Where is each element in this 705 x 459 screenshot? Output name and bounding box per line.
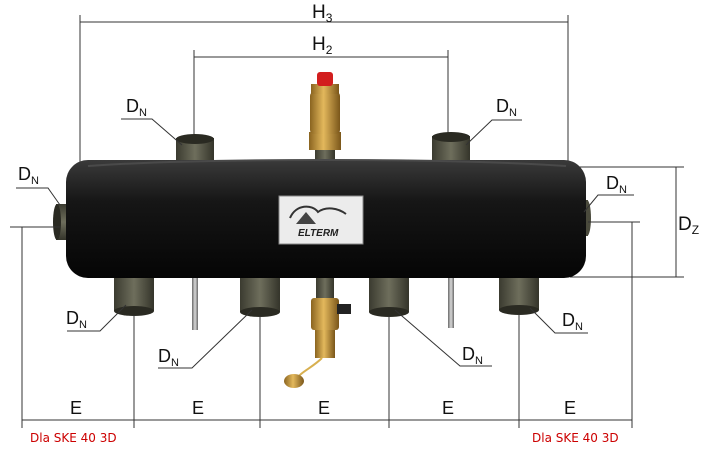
e-label-2: E (192, 398, 204, 418)
h2-label: H2 (312, 34, 333, 57)
drain-valve (284, 278, 351, 388)
e-label-5: E (564, 398, 576, 418)
air-vent-valve (309, 72, 341, 170)
mounting-rod-left (192, 270, 198, 330)
drain-cap (284, 374, 304, 388)
dn-label-bottom-1: DN (66, 308, 87, 331)
dn-label-bottom-4: DN (562, 310, 583, 333)
mounting-rod-right (448, 270, 454, 328)
e-label-1: E (70, 398, 82, 418)
dz-dimension: DZ (570, 166, 699, 278)
logo-text: ELTERM (298, 228, 339, 239)
e-label-3: E (318, 398, 330, 418)
note-right: Dla SKE 40 3D (532, 431, 619, 445)
h3-label: H3 (312, 2, 333, 25)
e-dimensions (10, 221, 640, 428)
dn-label-top-left: DN (126, 96, 147, 119)
dn-label-top-right: DN (496, 96, 517, 119)
h3-dimension: H3 (79, 2, 569, 190)
dn-label-side-right: DN (606, 173, 627, 196)
dn-label-bottom-3: DN (462, 344, 483, 367)
note-left: Dla SKE 40 3D (30, 431, 117, 445)
dn-label-bottom-2: DN (158, 346, 179, 369)
dn-label-side-left: DN (18, 164, 39, 187)
dz-label: DZ (678, 214, 699, 237)
elterm-logo: ELTERM (278, 195, 364, 245)
e-label-4: E (442, 398, 454, 418)
dn-leaders (16, 118, 634, 369)
vent-cap (317, 72, 333, 86)
h2-dimension: H2 (193, 34, 449, 140)
